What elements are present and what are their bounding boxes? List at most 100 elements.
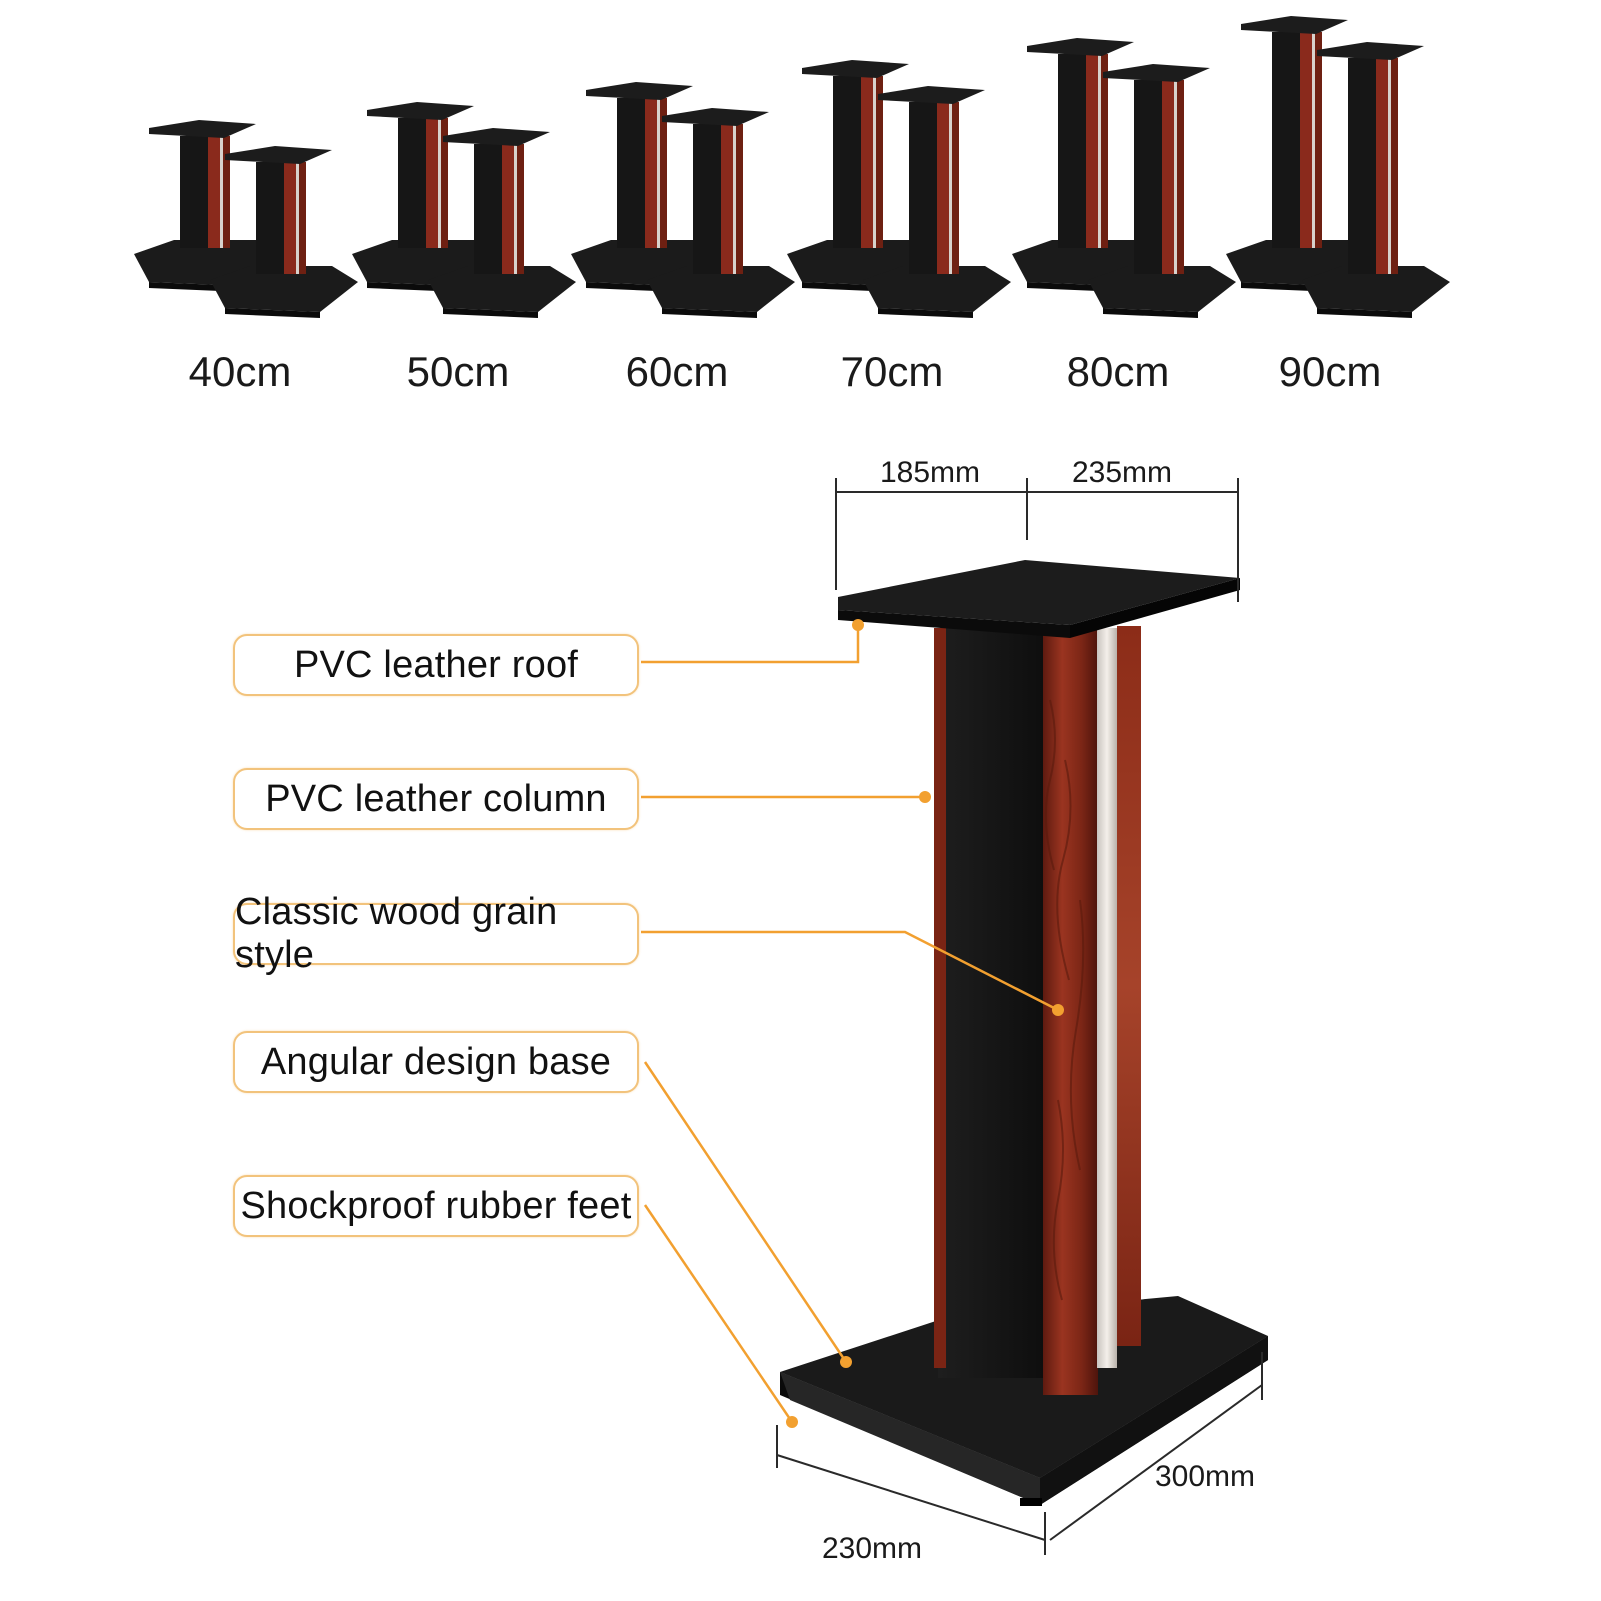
stand-back-0-top-plate [149,120,256,138]
stand-front-5-strip [1388,58,1391,274]
stand-front-3-wood-back [952,102,959,274]
stand-back-4-wood [1086,54,1098,248]
stand-front-0-strip [296,162,299,274]
stand-back-0-wood-back [223,136,230,248]
stand-front-1-strip [514,144,517,274]
dimension-base-depth: 300mm [1155,1460,1256,1493]
dimension-base-width: 230mm [822,1532,923,1565]
wood-grain-pattern [1044,699,1085,1301]
stand-front-5-top-plate [1317,42,1424,60]
stand-back-1-strip [438,118,441,248]
stand-back-4-top-plate [1027,38,1134,56]
stand-back-5-wood [1300,32,1312,248]
stand-back-4-wood-back [1101,54,1108,248]
stand-front-4-wood [1162,80,1174,274]
stand-pair-90cm [1226,16,1450,318]
stand-top-plate-side [1070,578,1240,638]
callout-shockproof-rubber-feet: Shockproof rubber feet [233,1175,639,1237]
stand-front-1-base [428,266,576,312]
stand-front-0-column [256,162,284,274]
stand-front-5-base [1302,266,1450,312]
size-label-60cm: 60cm [625,348,729,395]
stand-front-0-wood [284,162,296,274]
stand-front-0-wood-back [299,162,306,274]
stand-front-4-wood-back [1177,80,1184,274]
column-wood-panel [1043,630,1098,1395]
stand-front-3-top-plate [878,86,985,104]
stand-front-2-base-edge [662,308,757,318]
stand-front-1-wood-back [517,144,524,274]
stand-front-4-column [1134,80,1162,274]
stand-back-2-strip [657,98,660,248]
stand-pair-70cm [787,60,1011,318]
speaker-stand-detail [780,560,1268,1506]
stand-front-4-base [1088,266,1236,312]
stand-base-top [780,1296,1268,1478]
stand-back-5-column [1272,32,1300,248]
stand-front-2-top-plate [662,108,769,126]
stand-base-side [1040,1336,1268,1505]
stand-front-1-column [474,144,502,274]
size-label-70cm: 70cm [840,348,944,395]
dimension-top-width: 235mm [1072,456,1173,489]
stand-back-3-column [833,76,861,248]
stand-back-4-column [1058,54,1086,248]
stand-back-0-strip [220,136,223,248]
stand-back-1-column [398,118,426,248]
size-label-40cm: 40cm [188,348,292,395]
callout-classic-wood-grain: Classic wood grain style [233,891,639,976]
stand-front-3-base [863,266,1011,312]
stand-front-3-column [909,102,937,274]
stand-back-2-top-plate [586,82,693,100]
stand-front-0-top-plate [225,146,332,164]
stand-base-front [780,1372,1040,1505]
size-label-80cm: 80cm [1066,348,1170,395]
stand-back-3-strip [873,76,876,248]
size-label-90cm: 90cm [1278,348,1382,395]
callout-leaders [641,625,1059,1423]
stand-front-5-column [1348,58,1376,274]
stand-pair-50cm [352,102,576,318]
stand-front-5-wood-back [1391,58,1398,274]
stand-front-2-wood [721,124,733,274]
stand-pair-80cm [1012,38,1236,318]
stand-front-2-column [693,124,721,274]
stand-front-2-wood-back [736,124,743,274]
stand-front-3-wood [937,102,949,274]
stand-front-1-top-plate [443,128,550,146]
stand-top-plate-edge [838,610,1070,638]
stand-back-1-wood [426,118,438,248]
column-wood-back [1117,626,1141,1346]
stand-front-0-base-edge [225,308,320,318]
stand-top-plate [838,560,1240,625]
column-wood-left-edge [934,628,946,1368]
stand-back-5-strip [1312,32,1315,248]
stand-front-3-strip [949,102,952,274]
stand-back-4-strip [1098,54,1101,248]
dimension-lines [776,478,1263,1555]
stand-front-4-top-plate [1103,64,1210,82]
stand-back-0-wood [208,136,220,248]
stand-back-3-wood [861,76,873,248]
column-silver-strip [1097,628,1117,1368]
dimension-top-depth: 185mm [880,456,981,489]
stand-back-2-wood [645,98,657,248]
stand-pair-60cm [571,82,795,318]
stand-front-2-base [647,266,795,312]
stand-front-0-base [210,266,358,312]
stand-back-2-column [617,98,645,248]
callout-pvc-leather-roof: PVC leather roof [233,634,639,696]
size-variants-row [134,16,1450,318]
size-label-50cm: 50cm [406,348,510,395]
callout-pvc-leather-column: PVC leather column [233,768,639,830]
stand-pair-40cm [134,120,358,318]
stand-front-1-base-edge [443,308,538,318]
stand-back-3-top-plate [802,60,909,78]
stand-back-5-wood-back [1315,32,1322,248]
stand-front-3-base-edge [878,308,973,318]
stand-front-2-strip [733,124,736,274]
stand-back-2-wood-back [660,98,667,248]
stand-back-3-wood-back [876,76,883,248]
stand-front-5-base-edge [1317,308,1412,318]
